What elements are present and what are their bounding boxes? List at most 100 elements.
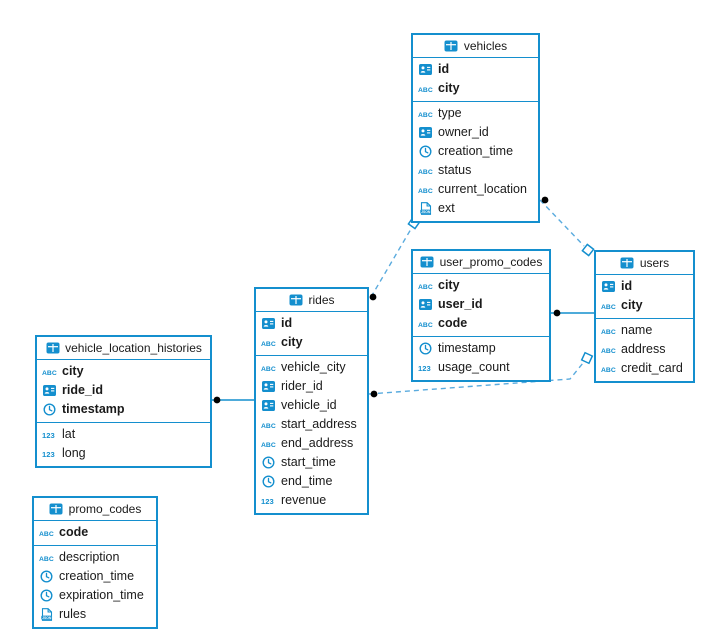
svg-text:ABC: ABC (261, 341, 276, 348)
relation-rides-users[interactable] (368, 351, 594, 398)
column-row-vehicle_id[interactable]: vehicle_id (256, 396, 367, 415)
column-row-city[interactable]: ABC city (596, 296, 693, 315)
relation-vehicles-users[interactable] (539, 196, 595, 257)
column-row-start_time[interactable]: start_time (256, 453, 367, 472)
column-row-id[interactable]: id (596, 277, 693, 296)
relation-user_promo_codes-users[interactable] (551, 309, 594, 317)
abc-text-type-icon: ABC (39, 553, 54, 563)
column-row-rider_id[interactable]: rider_id (256, 377, 367, 396)
svg-text:ABC: ABC (418, 322, 433, 329)
column-name: address (621, 342, 666, 356)
column-row-id[interactable]: id (256, 314, 367, 333)
table-header[interactable]: users (596, 252, 693, 275)
column-name: creation_time (59, 569, 135, 583)
column-row-id[interactable]: id (413, 60, 538, 79)
column-name: city (62, 364, 84, 378)
number-123-icon: 123 (261, 496, 276, 506)
json-icon: JSON (418, 202, 433, 215)
column-row-creation_time[interactable]: creation_time (413, 142, 538, 161)
column-name: city (621, 298, 643, 312)
svg-text:ABC: ABC (42, 370, 57, 377)
column-row-city[interactable]: ABC city (37, 362, 210, 381)
svg-text:123: 123 (42, 431, 55, 440)
svg-text:ABC: ABC (601, 329, 616, 336)
column-row-timestamp[interactable]: timestamp (413, 339, 549, 358)
clock-time-icon (261, 475, 276, 488)
id-card-icon (261, 400, 276, 411)
column-name: vehicle_id (281, 398, 337, 412)
clock-time-icon (261, 456, 276, 469)
table-header[interactable]: promo_codes (34, 498, 156, 521)
column-row-rules[interactable]: JSON rules (34, 605, 156, 624)
column-name: id (621, 279, 633, 293)
abc-text-type-icon: ABC (601, 301, 616, 311)
table-header[interactable]: vehicle_location_histories (37, 337, 210, 360)
column-name: long (62, 446, 86, 460)
relation-endpoint-dot (369, 293, 377, 301)
clock-time-icon (39, 589, 54, 602)
table-header[interactable]: vehicles (413, 35, 538, 58)
table-header[interactable]: user_promo_codes (413, 251, 549, 274)
column-row-owner_id[interactable]: owner_id (413, 123, 538, 142)
column-name: city (438, 81, 460, 95)
clock-time-icon (42, 403, 57, 416)
column-name: rules (59, 607, 87, 621)
column-name: usage_count (438, 360, 510, 374)
relation-endpoint-dot (370, 390, 378, 398)
svg-text:ABC: ABC (601, 304, 616, 311)
table-icon (620, 257, 635, 269)
table-header[interactable]: rides (256, 289, 367, 312)
column-name: id (281, 316, 293, 330)
abc-text-type-icon: ABC (601, 364, 616, 374)
svg-text:JSON: JSON (42, 616, 52, 620)
svg-text:ABC: ABC (601, 367, 616, 374)
column-row-expiration_time[interactable]: expiration_time (34, 586, 156, 605)
relation-diamond-marker (581, 243, 595, 257)
column-name: timestamp (438, 341, 496, 355)
table-vehicle_location_histories[interactable]: vehicle_location_histories ABC city ride_i… (35, 335, 212, 468)
column-row-creation_time[interactable]: creation_time (34, 567, 156, 586)
table-icon (288, 294, 303, 306)
column-row-user_id[interactable]: user_id (413, 295, 549, 314)
svg-text:ABC: ABC (418, 284, 433, 291)
relation-diamond-marker (580, 351, 594, 365)
relation-vehicle_location_histories-rides[interactable] (212, 396, 254, 404)
column-row-timestamp[interactable]: timestamp (37, 400, 210, 419)
column-row-end_time[interactable]: end_time (256, 472, 367, 491)
abc-text-type-icon: ABC (42, 367, 57, 377)
column-row-ride_id[interactable]: ride_id (37, 381, 210, 400)
column-name: start_address (281, 417, 357, 431)
abc-text-type-icon: ABC (261, 338, 276, 348)
